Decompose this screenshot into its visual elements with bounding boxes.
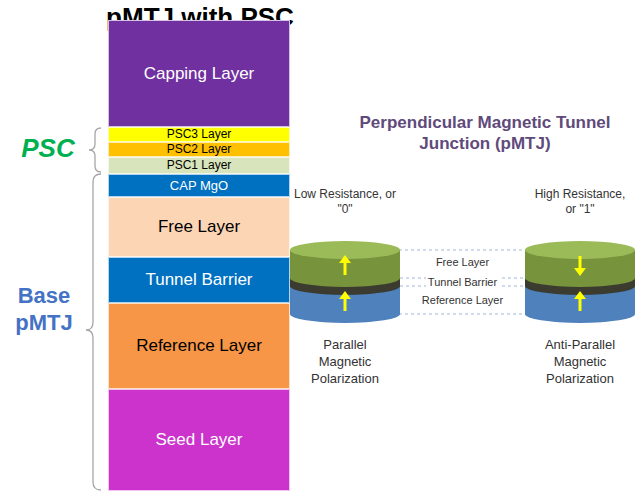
layer-band: Tunnel Barrier xyxy=(108,257,290,303)
layer-label: PSC2 Layer xyxy=(167,143,232,156)
pmtj-cylinder xyxy=(525,241,635,323)
state-label: Anti-Parallel Magnetic Polarization xyxy=(528,336,632,387)
layer-label: Reference Layer xyxy=(136,337,262,355)
heading: Perpendicular Magnetic Tunnel Junction (… xyxy=(340,112,630,154)
bracket xyxy=(86,174,101,490)
layer-label: Capping Layer xyxy=(144,65,255,83)
state-label: High Resistance, or "1" xyxy=(528,187,632,217)
layer-band: PSC2 Layer xyxy=(108,142,290,157)
state-label: Parallel Magnetic Polarization xyxy=(298,336,392,387)
pmtj-cylinder xyxy=(290,241,400,323)
layer-band: PSC1 Layer xyxy=(108,157,290,174)
layer-label: Seed Layer xyxy=(156,431,243,449)
layer-label: Tunnel Barrier xyxy=(145,271,252,289)
layer-band: Seed Layer xyxy=(108,389,290,491)
layer-label: Tunnel Barrier xyxy=(426,276,499,288)
group-label: Base pMTJ xyxy=(2,282,86,336)
layer-band: Reference Layer xyxy=(108,303,290,389)
layer-band: Free Layer xyxy=(108,197,290,257)
layer-label: CAP MgO xyxy=(170,179,228,193)
group-label: PSC xyxy=(8,133,88,163)
layer-label: Reference Layer xyxy=(420,294,505,306)
state-label: Low Resistance, or "0" xyxy=(293,187,397,217)
layer-label: PSC1 Layer xyxy=(167,159,232,172)
layer-label: Free Layer xyxy=(434,256,491,268)
bracket xyxy=(89,128,101,172)
layer-label: Free Layer xyxy=(158,218,240,236)
layer-label: PSC3 Layer xyxy=(167,128,232,141)
layer-band: Capping Layer xyxy=(108,20,290,127)
layer-band: CAP MgO xyxy=(108,174,290,197)
layer-band: PSC3 Layer xyxy=(108,127,290,142)
